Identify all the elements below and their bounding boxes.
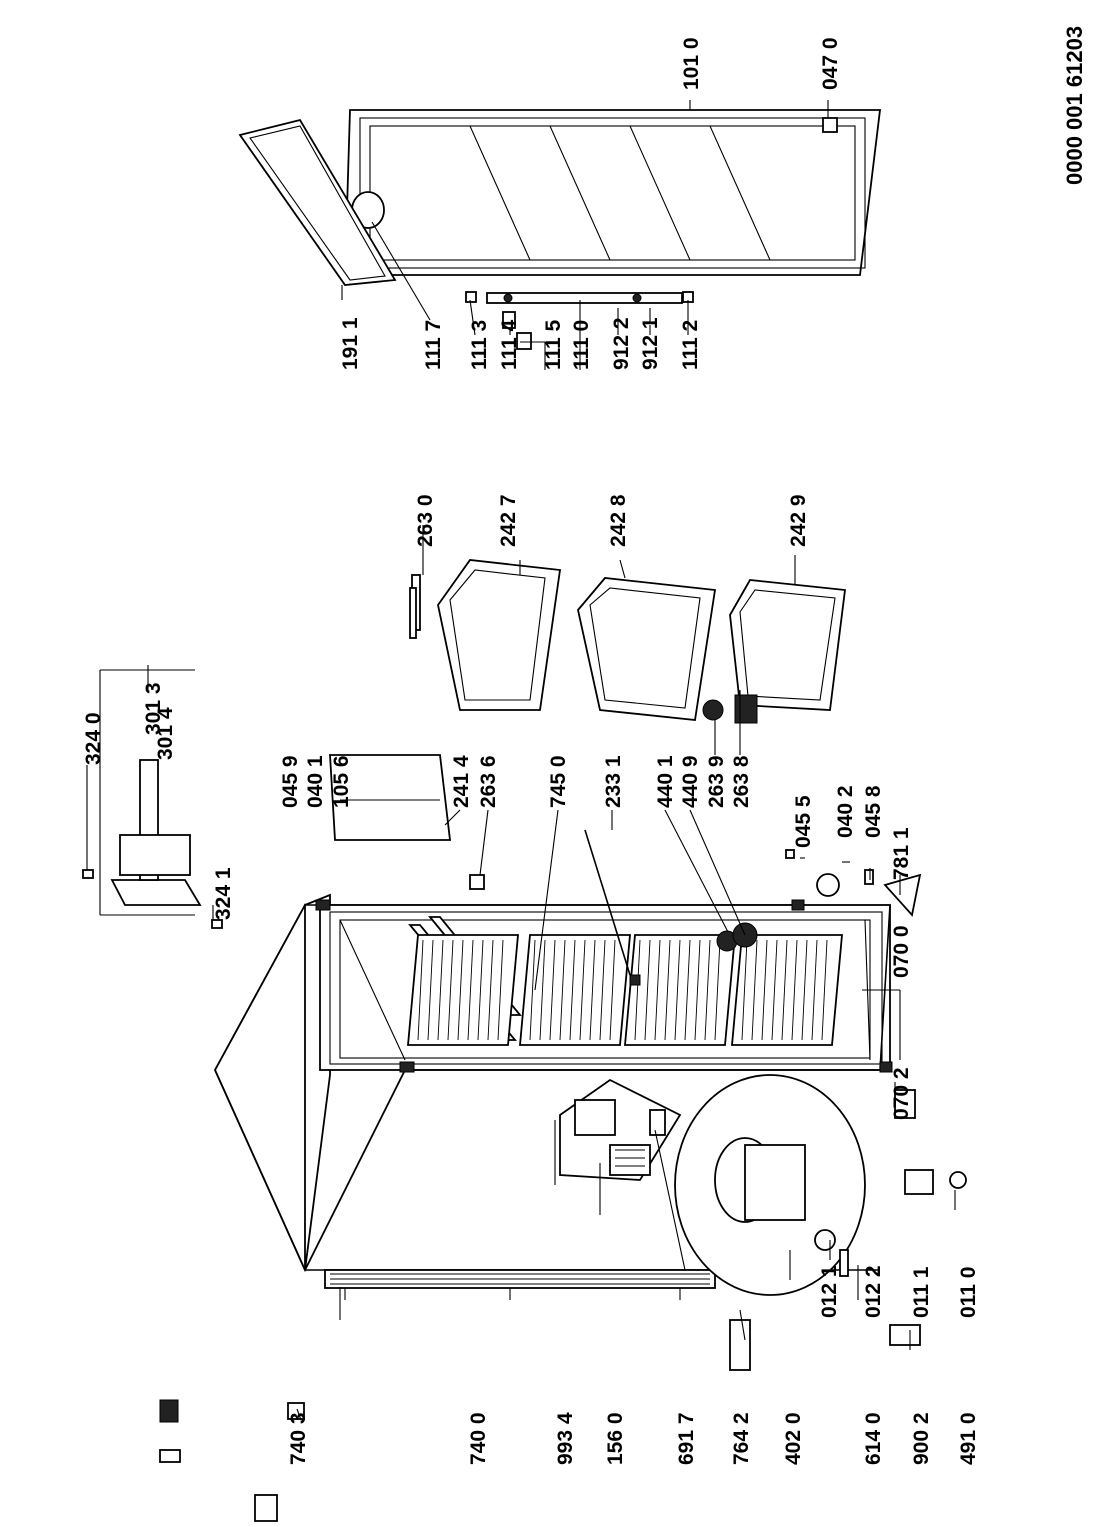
label-0458: 045 8 [862, 785, 885, 838]
label-0402: 040 2 [834, 785, 857, 838]
label-7400: 740 0 [467, 1412, 490, 1465]
label-2427: 242 7 [497, 494, 520, 547]
label-6917: 691 7 [675, 1412, 698, 1465]
label-2428: 242 8 [607, 494, 630, 547]
label-0110: 011 0 [957, 1267, 980, 1318]
label-4020: 402 0 [782, 1412, 805, 1465]
label-7642: 764 2 [730, 1412, 753, 1465]
label-3240: 324 0 [82, 712, 105, 765]
label-1056: 105 6 [330, 755, 353, 808]
label-1112: 111 2 [679, 320, 702, 370]
hinge-strip-1110 [465, 117, 838, 350]
label-2638: 263 8 [730, 755, 753, 808]
label-7450: 745 0 [547, 755, 570, 808]
condenser-7400 [324, 1269, 716, 1300]
lamp-cover-2414 [329, 754, 452, 841]
small-parts [159, 587, 967, 1522]
label-0401: 040 1 [304, 755, 327, 808]
gasket-1911 [238, 118, 397, 286]
control-box [559, 1078, 682, 1181]
part-labels: 740 3 740 0 993 4 156 0 691 7 764 2 402 … [82, 26, 1087, 1465]
label-0111: 011 1 [910, 1266, 933, 1318]
label-7811: 781 1 [890, 827, 913, 880]
drawer-2427 [411, 559, 562, 711]
label-1911: 191 1 [339, 317, 362, 370]
label-1115: 111 5 [542, 319, 565, 370]
label-1560: 156 0 [604, 1412, 627, 1465]
label-1113: 111 3 [468, 320, 491, 370]
label-2429: 242 9 [787, 494, 810, 547]
label-1117: 111 7 [422, 320, 445, 370]
label-3014: 301 4 [154, 707, 177, 760]
label-0455: 045 5 [792, 795, 815, 848]
label-0702: 070 2 [890, 1067, 913, 1120]
label-0470: 047 0 [819, 37, 842, 90]
label-4910: 491 0 [957, 1412, 980, 1465]
label-2414: 241 4 [450, 755, 473, 808]
document-number: 0000 001 61203 [1062, 26, 1087, 185]
compressor-area [674, 1074, 866, 1296]
drawer-2428 [577, 577, 717, 721]
label-0122: 012 2 [862, 1265, 885, 1318]
label-2630: 263 0 [414, 494, 437, 547]
label-1110: 111 0 [570, 320, 593, 370]
label-7403: 740 3 [287, 1412, 310, 1465]
label-9002: 900 2 [910, 1412, 933, 1465]
label-0121: 012 1 [818, 1265, 841, 1318]
label-9121: 912 1 [639, 317, 662, 370]
label-4409: 440 9 [679, 755, 702, 808]
label-2636: 263 6 [477, 755, 500, 808]
label-9934: 993 4 [554, 1412, 577, 1465]
shelf-rows [407, 934, 843, 1046]
label-3241: 324 1 [212, 867, 235, 920]
label-0459: 045 9 [279, 755, 302, 808]
top-cover-group [82, 669, 223, 929]
label-2331: 233 1 [602, 755, 625, 808]
door-1010 [344, 109, 882, 276]
label-1010: 101 0 [680, 37, 703, 90]
label-6140: 614 0 [862, 1412, 885, 1465]
label-2639: 263 9 [705, 755, 728, 808]
label-9122: 912 2 [610, 317, 633, 370]
label-0700: 070 0 [890, 925, 913, 978]
leader-lines [86, 100, 956, 1421]
drawer-2429 [729, 579, 847, 711]
label-4401: 440 1 [654, 755, 677, 808]
label-1114: 111 4 [498, 319, 521, 370]
